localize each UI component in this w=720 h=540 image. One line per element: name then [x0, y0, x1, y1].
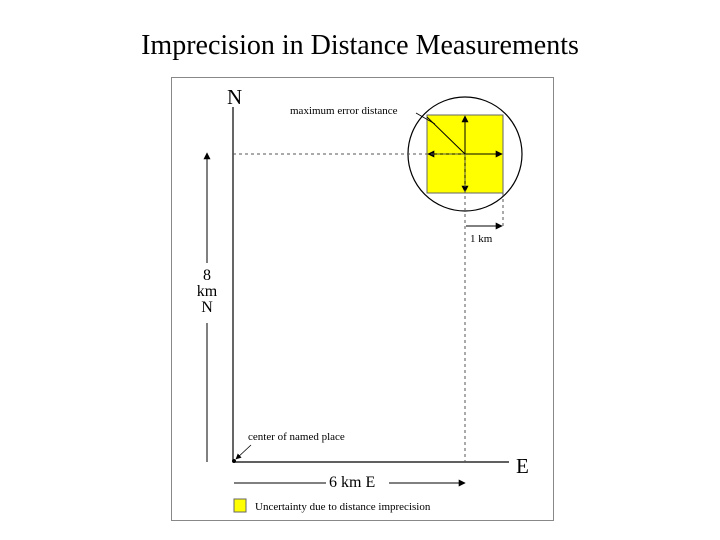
east-distance-label: 6 km E	[329, 474, 376, 491]
diagram-canvas	[171, 77, 554, 521]
max-error-label: maximum error distance	[290, 105, 398, 117]
north-distance-direction: N	[201, 299, 213, 316]
legend-swatch	[233, 498, 247, 513]
north-distance-unit: km	[196, 283, 218, 300]
north-distance-label: 8 km N	[195, 268, 219, 316]
radius-label: 1 km	[470, 233, 493, 245]
diagram-frame	[171, 77, 554, 521]
legend-label: Uncertainty due to distance imprecision	[255, 501, 431, 513]
center-point	[232, 459, 236, 463]
north-axis-label: N	[227, 85, 243, 109]
diagram-figure: N E maximum error distance 1 km center o…	[171, 77, 554, 521]
north-distance-value: 8	[203, 267, 211, 284]
east-axis-label: E	[516, 454, 529, 478]
max-error-leader	[415, 112, 436, 125]
center-leader	[235, 444, 252, 460]
slide-title: Imprecision in Distance Measurements	[141, 30, 579, 61]
center-label: center of named place	[248, 431, 345, 443]
